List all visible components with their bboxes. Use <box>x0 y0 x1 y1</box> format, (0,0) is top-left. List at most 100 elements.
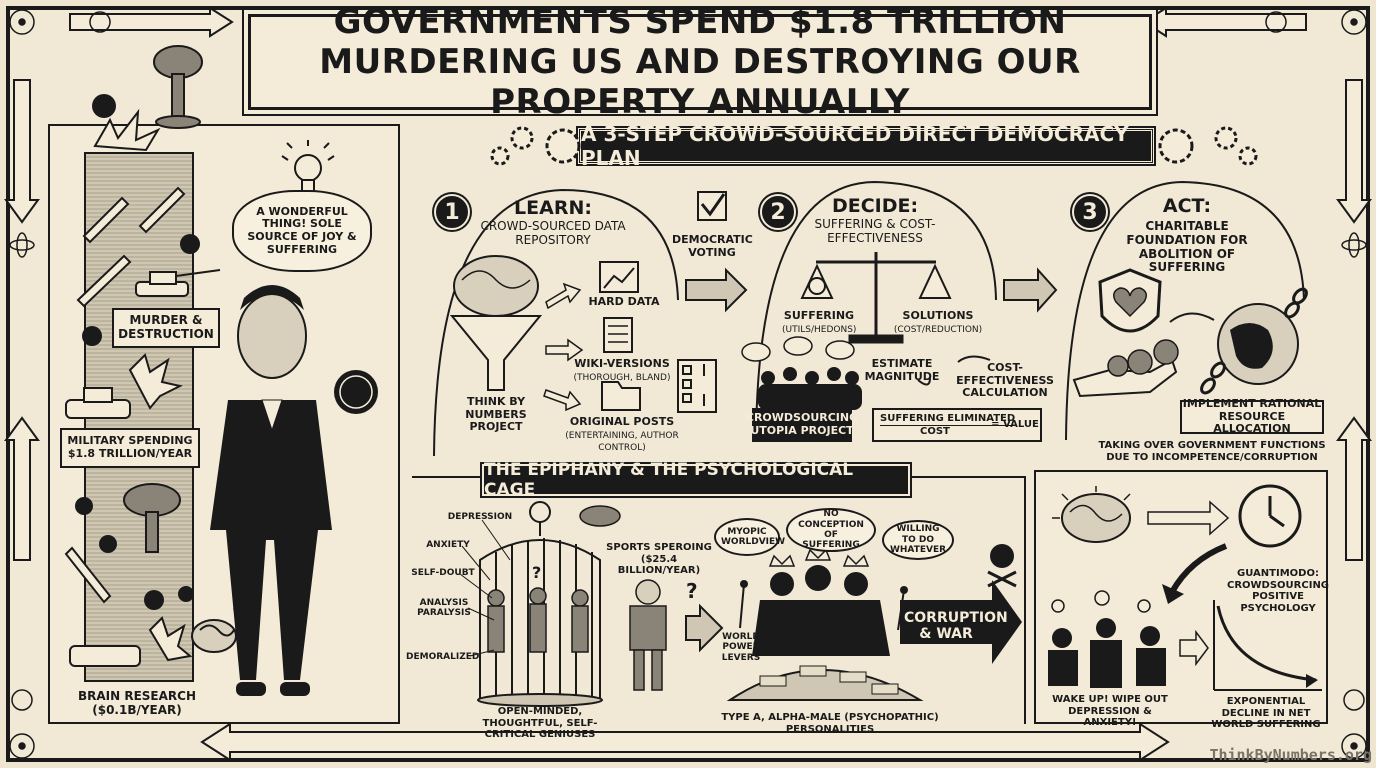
watermark: ThinkByNumbers.org <box>1209 746 1372 764</box>
solutions-note: (COST/REDUCTION) <box>893 324 983 335</box>
cage-caption: OPEN-MINDED, THOUGHTFUL, SELF-CRITICAL G… <box>460 706 620 741</box>
think-by-numbers-text: THINK BY NUMBERS PROJECT <box>465 395 527 434</box>
self-doubt-text: SELF-DOUBT <box>411 568 475 578</box>
anxiety-text: ANXIETY <box>426 540 470 550</box>
step-1-number: 1 <box>434 194 470 230</box>
no-conception-text: NO CONCEPTION OF SUFFERING <box>798 509 864 551</box>
step-3-heading-text: ACT: <box>1162 195 1212 217</box>
brain-research-label: BRAIN RESEARCH ($0.1B/YEAR) <box>72 689 202 718</box>
step-2-heading-text: DECIDE: <box>831 195 919 217</box>
murder-label: MURDER & DESTRUCTION <box>112 308 220 348</box>
bubble-no-conception: NO CONCEPTION OF SUFFERING <box>786 508 876 552</box>
sports-text: SPORTS SPEROING ($25.4 BILLION/YEAR) <box>606 542 712 576</box>
takeover-label: TAKING OVER GOVERNMENT FUNCTIONS DUE TO … <box>1094 440 1330 463</box>
step-3-subheading-text: CHARITABLE FOUNDATION FOR ABOLITION OF S… <box>1126 219 1248 275</box>
hard-data-label: HARD DATA <box>584 295 664 309</box>
original-posts-label: ORIGINAL POSTS (ENTERTAINING, AUTHOR CON… <box>562 415 682 454</box>
myopic-text: MYOPIC WORLDVIEW <box>721 526 786 547</box>
democratic-voting-label: DEMOCRATIC VOTING <box>672 233 753 259</box>
estimate-magnitude-label: ESTIMATE MAGNITUDE <box>862 357 942 383</box>
step-1-heading-text: LEARN: <box>514 197 592 219</box>
watermark-text: ThinkByNumbers.org <box>1209 746 1372 764</box>
step-1-subheading: CROWD-SOURCED DATA REPOSITORY <box>478 219 628 248</box>
wiki-versions-label: WIKI-VERSIONS (THOROUGH, BLAND) <box>562 357 682 383</box>
plan-banner-text: A 3-STEP CROWD-SOURCED DIRECT DEMOCRACY … <box>581 122 1129 170</box>
world-power-levers-text: WORLD POWER LEVERS <box>721 632 761 663</box>
crowdsourcing-utopia-text: CROWDSOURCING UTOPIA PROJECT <box>745 411 859 437</box>
alpha-caption-text: TYPE A, ALPHA-MALE (PSYCHOPATHIC) PERSON… <box>721 712 939 735</box>
step-3-number-text: 3 <box>1082 199 1098 225</box>
depression-text: DEPRESSION <box>447 512 513 522</box>
world-power-levers-label: WORLD POWER LEVERS <box>718 632 764 663</box>
implement-label: IMPLEMENT RATIONAL RESOURCE ALLOCATION <box>1180 397 1324 436</box>
step-1-subheading-text: CROWD-SOURCED DATA REPOSITORY <box>480 219 626 247</box>
cost-effectiveness-text: COST-EFFECTIVENESS CALCULATION <box>956 361 1054 400</box>
original-posts-note: (ENTERTAINING, AUTHOR CONTROL) <box>565 430 679 454</box>
cost-effectiveness-label: COST-EFFECTIVENESS CALCULATION <box>950 361 1060 400</box>
step-2-subheading-text: SUFFERING & COST-EFFECTIVENESS <box>814 217 936 245</box>
democratic-voting-text: DEMOCRATIC VOTING <box>672 233 753 259</box>
svg-text:?: ? <box>686 579 698 603</box>
cage-label-self-doubt: SELF-DOUBT <box>410 568 476 578</box>
formula-denominator: COST <box>920 425 950 437</box>
alpha-caption: TYPE A, ALPHA-MALE (PSYCHOPATHIC) PERSON… <box>690 712 970 735</box>
suffering-note: (UTILS/HEDONS) <box>782 324 857 335</box>
willing-text: WILLING TO DO WHATEVER <box>889 524 947 556</box>
corruption-war-label: CORRUPTION & WAR <box>904 610 1008 642</box>
military-spending-label: MILITARY SPENDING $1.8 TRILLION/YEAR <box>60 428 200 468</box>
wake-up-label: WAKE UP! WIPE OUT DEPRESSION & ANXIETY! <box>1040 694 1180 729</box>
step-2-number: 2 <box>760 194 796 230</box>
military-spending-text: MILITARY SPENDING $1.8 TRILLION/YEAR <box>67 434 193 460</box>
step-3-subheading: CHARITABLE FOUNDATION FOR ABOLITION OF S… <box>1102 219 1272 275</box>
cage-label-analysis: ANALYSIS PARALYSIS <box>414 598 474 619</box>
step-arcs <box>433 180 1308 457</box>
step-3-heading: ACT: <box>1112 195 1262 218</box>
step-2-heading: DECIDE: <box>800 195 950 218</box>
cage-label-depression: DEPRESSION <box>440 512 520 522</box>
step-1-heading: LEARN: <box>478 197 628 220</box>
sports-label: SPORTS SPEROING ($25.4 BILLION/YEAR) <box>604 542 714 577</box>
think-by-numbers-label: THINK BY NUMBERS PROJECT <box>460 395 532 434</box>
implement-text: IMPLEMENT RATIONAL RESOURCE ALLOCATION <box>1182 397 1322 436</box>
military-illustrations: ? <box>64 45 378 696</box>
suffering-label: SUFFERING (UTILS/HEDONS) <box>782 309 857 335</box>
epiphany-banner-text: THE EPIPHANY & THE PSYCHOLOGICAL CAGE <box>484 460 854 500</box>
demoralized-text: DEMORALIZED <box>406 652 480 662</box>
gear-icons-top <box>490 126 1258 166</box>
crowdsourcing-utopia-label: CROWDSOURCING UTOPIA PROJECT <box>746 408 858 442</box>
formula-result-text: = VALUE <box>991 419 1039 430</box>
plan-banner: A 3-STEP CROWD-SOURCED DIRECT DEMOCRACY … <box>578 122 1154 170</box>
decline-text: EXPONENTIAL DECLINE IN NET WORLD SUFFERI… <box>1211 696 1321 730</box>
bubble-willing: WILLING TO DO WHATEVER <box>882 520 954 560</box>
speech-bubble: A WONDERFUL THING! SOLE SOURCE OF JOY & … <box>232 190 372 272</box>
bubble-myopic: MYOPIC WORLDVIEW <box>714 518 786 556</box>
corruption-war-text: CORRUPTION & WAR <box>904 610 1008 643</box>
brain-research-text: BRAIN RESEARCH ($0.1B/YEAR) <box>77 689 196 717</box>
original-posts-text: ORIGINAL POSTS <box>569 415 675 428</box>
step-3-number: 3 <box>1072 194 1108 230</box>
speech-bubble-text: A WONDERFUL THING! SOLE SOURCE OF JOY & … <box>247 204 357 256</box>
step-2-number-text: 2 <box>770 199 786 225</box>
epiphany-banner: THE EPIPHANY & THE PSYCHOLOGICAL CAGE <box>482 460 910 500</box>
cage-label-anxiety: ANXIETY <box>418 540 478 550</box>
guantimodo-text: GUANTIMODO: CROWDSOURCING POSITIVE PSYCH… <box>1226 568 1330 614</box>
hard-data-text: HARD DATA <box>588 295 660 308</box>
poster-title: GOVERNMENTS SPEND $1.8 TRILLION MURDERIN… <box>319 2 1081 122</box>
step-2-subheading: SUFFERING & COST-EFFECTIVENESS <box>800 217 950 246</box>
step-1-number-text: 1 <box>444 199 460 225</box>
wake-up-text: WAKE UP! WIPE OUT DEPRESSION & ANXIETY! <box>1052 694 1168 728</box>
value-formula: SUFFERING ELIMINATED COST <box>872 408 1042 442</box>
takeover-text: TAKING OVER GOVERNMENT FUNCTIONS DUE TO … <box>1098 440 1326 463</box>
estimate-magnitude-text: ESTIMATE MAGNITUDE <box>864 357 940 383</box>
formula-numerator: SUFFERING ELIMINATED <box>880 413 1016 426</box>
cage-label-demoralized: DEMORALIZED <box>406 652 480 662</box>
wiki-versions-note: (THOROUGH, BLAND) <box>573 372 671 383</box>
decline-label: EXPONENTIAL DECLINE IN NET WORLD SUFFERI… <box>1204 696 1328 731</box>
analysis-paralysis-text: ANALYSIS PARALYSIS <box>417 598 471 619</box>
title-box: GOVERNMENTS SPEND $1.8 TRILLION MURDERIN… <box>248 2 1152 122</box>
wiki-versions-text: WIKI-VERSIONS <box>574 357 670 370</box>
guantimodo-label: GUANTIMODO: CROWDSOURCING POSITIVE PSYCH… <box>1226 568 1330 614</box>
